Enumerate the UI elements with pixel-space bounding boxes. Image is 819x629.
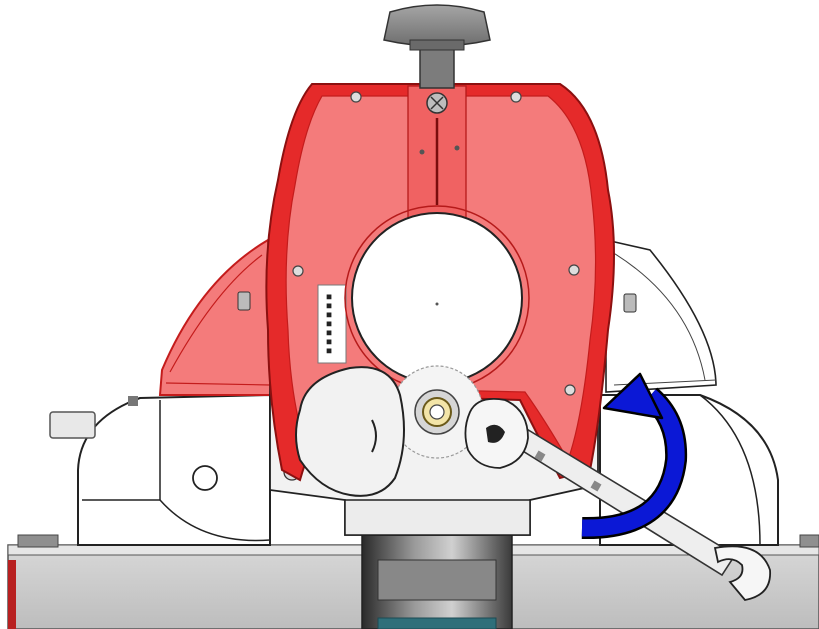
motor-teal-band	[377, 617, 497, 629]
base-body-left	[49, 393, 271, 546]
table-edge-red	[8, 560, 16, 629]
housing-screw-br	[564, 384, 576, 396]
base-hole-left	[192, 465, 218, 491]
depth-scale	[317, 284, 347, 364]
small-screw-left	[128, 396, 138, 406]
router-motor	[361, 534, 513, 629]
housing-screw-tl	[350, 91, 362, 103]
depth-scale-marks: ■■■■■■■	[325, 292, 334, 355]
housing-screw-mr	[568, 264, 580, 276]
guard-screw-left	[237, 291, 251, 311]
table-clamp-right	[799, 534, 819, 548]
dust-guard-right	[605, 238, 717, 393]
table-clamp-left	[17, 534, 59, 548]
curved-arrow-counterclockwise-icon	[581, 372, 688, 540]
housing-screw-ml	[292, 265, 304, 277]
clamping-knob	[383, 4, 491, 89]
wrench	[464, 397, 771, 601]
dust-guard-left	[158, 238, 278, 396]
housing-screw-tr	[510, 91, 522, 103]
side-pin	[49, 411, 96, 439]
spindle-lock-lever	[295, 366, 405, 497]
guard-screw-right	[623, 293, 637, 313]
